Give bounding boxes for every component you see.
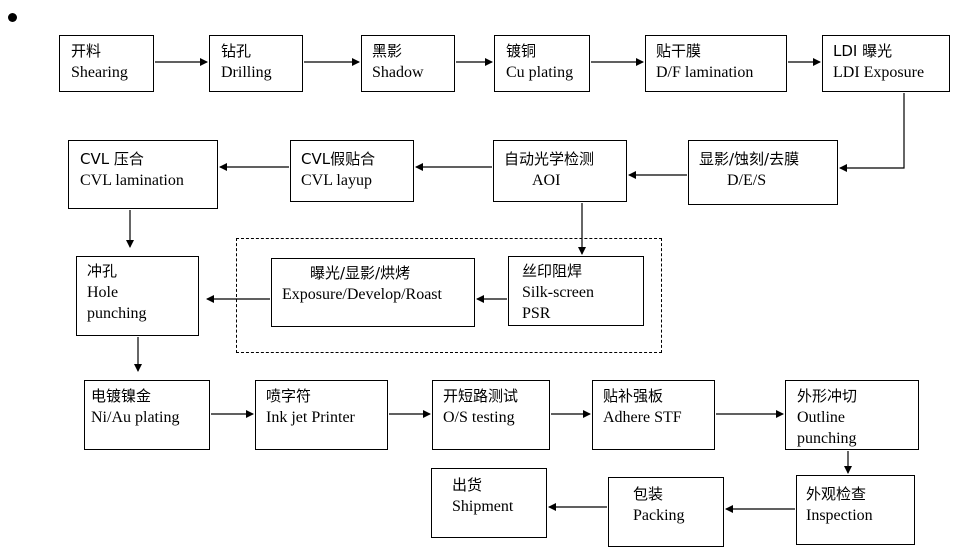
step-label-zh: 开料: [71, 42, 102, 60]
step-ni-au-plating: 电镀镍金 Ni/Au plating: [84, 380, 210, 450]
step-ink-jet-printer: 喷字符 Ink jet Printer: [255, 380, 388, 450]
step-label-en-2: punching: [797, 430, 857, 447]
step-label-en: D/E/S: [727, 172, 767, 189]
step-inspection: 外观检查 Inspection: [796, 475, 915, 545]
step-label-en: Adhere STF: [603, 409, 682, 426]
step-label-en: CVL layup: [301, 172, 372, 189]
step-label-en: Shearing: [71, 64, 128, 81]
step-label-zh: 丝印阻焊: [522, 262, 583, 280]
step-label-en: Silk-screen: [522, 284, 594, 301]
step-drilling: 钻孔 Drilling: [209, 35, 303, 92]
step-label-zh: CVL假贴合: [301, 150, 376, 168]
step-label-en-2: punching: [87, 305, 147, 322]
step-label-en: D/F lamination: [656, 64, 754, 81]
step-label-zh: 显影/蚀刻/去膜: [699, 150, 800, 168]
step-label-en-2: PSR: [522, 305, 551, 322]
step-label-zh: 钻孔: [221, 42, 252, 60]
arrow-ldi-exposure-to-des: [839, 93, 905, 172]
step-shadow: 黑影 Shadow: [361, 35, 455, 92]
step-os-testing: 开短路测试 O/S testing: [432, 380, 550, 450]
step-packing: 包装 Packing: [608, 477, 724, 547]
step-label-zh: 镀铜: [506, 42, 537, 60]
step-label-zh: 外观检查: [806, 485, 867, 503]
step-df-lamination: 贴干膜 D/F lamination: [645, 35, 787, 92]
step-label-zh: 贴干膜: [656, 42, 702, 60]
step-label-zh: 冲孔: [87, 262, 118, 280]
step-label-en: Drilling: [221, 64, 272, 81]
step-label-en: Inspection: [806, 507, 873, 524]
step-hole-punching: 冲孔 Hole punching: [76, 256, 199, 336]
step-label-zh: 包装: [633, 485, 664, 503]
step-label-en: CVL lamination: [80, 172, 184, 189]
step-cvl-layup: CVL假贴合 CVL layup: [290, 140, 414, 202]
step-label-en: Shipment: [452, 498, 514, 515]
step-exposure-develop-roast: 曝光/显影/烘烤 Exposure/Develop/Roast: [271, 258, 475, 327]
step-label-zh: 电镀镍金: [91, 387, 152, 405]
solder-mask-group-dashed-frame: [236, 238, 662, 353]
step-des: 显影/蚀刻/去膜 D/E/S: [688, 140, 838, 205]
step-label-en: Cu plating: [506, 64, 574, 81]
step-ldi-exposure: LDI 曝光 LDI Exposure: [822, 35, 950, 92]
step-label-zh: 出货: [452, 476, 483, 494]
step-label-zh: 外形冲切: [797, 387, 858, 405]
step-label-en: Exposure/Develop/Roast: [282, 286, 442, 303]
step-label-en: LDI Exposure: [833, 64, 925, 81]
step-label-zh: 黑影: [372, 42, 403, 60]
step-label-en: Ni/Au plating: [91, 409, 180, 426]
step-cvl-lamination: CVL 压合 CVL lamination: [68, 140, 218, 209]
step-label-zh: LDI 曝光: [833, 42, 893, 60]
bullet-dot-icon: [8, 13, 17, 22]
step-label-en: Shadow: [372, 64, 424, 81]
step-label-en: AOI: [532, 172, 561, 189]
step-label-en: Outline: [797, 409, 845, 426]
step-cu-plating: 镀铜 Cu plating: [494, 35, 590, 92]
step-label-zh: 自动光学检测: [504, 150, 595, 168]
step-shearing: 开料 Shearing: [59, 35, 154, 92]
step-label-en: O/S testing: [443, 409, 515, 426]
step-label-zh: CVL 压合: [80, 150, 144, 168]
step-label-zh: 曝光/显影/烘烤: [310, 264, 411, 282]
step-label-en: Ink jet Printer: [266, 409, 355, 426]
step-aoi: 自动光学检测 AOI: [493, 140, 627, 202]
step-label-zh: 喷字符: [266, 387, 312, 405]
step-label-zh: 开短路测试: [443, 387, 519, 405]
step-adhere-stf: 贴补强板 Adhere STF: [592, 380, 715, 450]
step-outline-punching: 外形冲切 Outline punching: [785, 380, 919, 450]
step-label-zh: 贴补强板: [603, 387, 664, 405]
step-label-en: Packing: [633, 507, 685, 524]
step-label-en: Hole: [87, 284, 119, 301]
step-shipment: 出货 Shipment: [431, 468, 547, 538]
